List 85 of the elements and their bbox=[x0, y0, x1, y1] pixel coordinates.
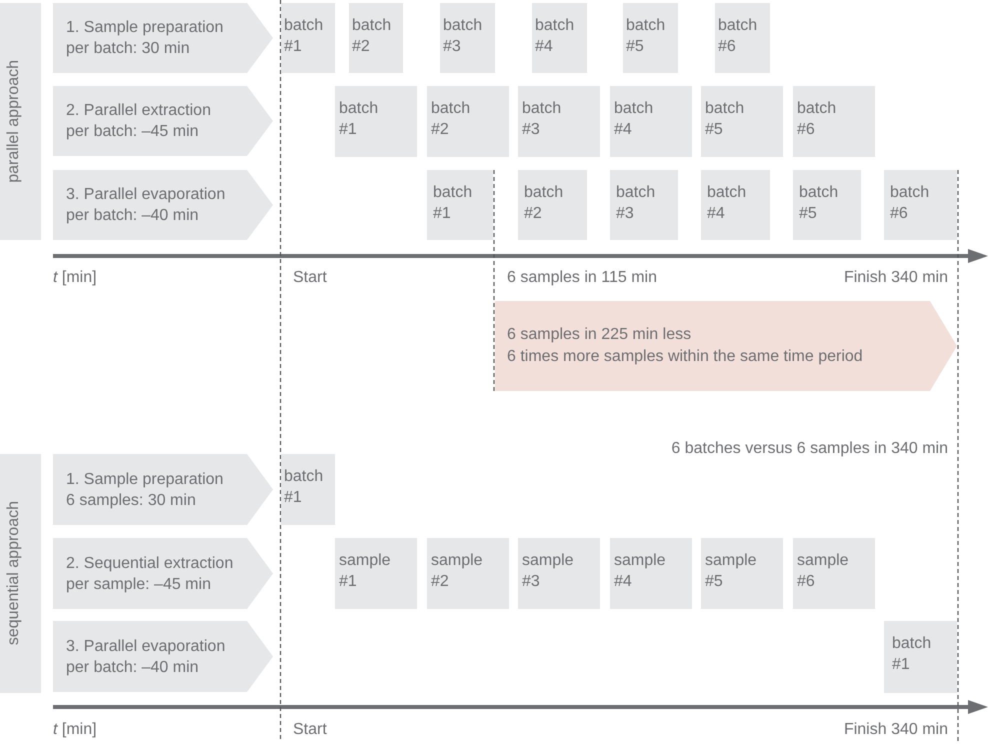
sample-box bbox=[427, 538, 509, 609]
batch-label: batch #2 bbox=[431, 99, 470, 140]
summary-banner bbox=[495, 301, 957, 391]
duration-label: 6 samples in 115 min bbox=[507, 268, 657, 288]
step-duration: per batch: –40 min bbox=[66, 206, 199, 226]
finish-label: Finish 340 min bbox=[844, 268, 948, 288]
step-banner bbox=[53, 538, 273, 609]
batch-box bbox=[518, 86, 600, 157]
sample-box bbox=[610, 538, 692, 609]
approach-label: sequential approach bbox=[4, 501, 23, 646]
step-banner bbox=[53, 86, 273, 156]
batch-box bbox=[281, 454, 335, 525]
batch-box bbox=[427, 170, 493, 240]
batch-box bbox=[349, 3, 403, 73]
step-title: 2. Sequential extraction bbox=[66, 554, 234, 574]
batch-box bbox=[440, 3, 495, 73]
batch-box bbox=[610, 86, 692, 157]
batch-label: batch #3 bbox=[616, 183, 656, 224]
batch-label: batch #2 bbox=[352, 16, 392, 57]
summary-text: 6 times more samples within the same time period bbox=[507, 347, 863, 367]
sample-label: sample #3 bbox=[522, 551, 574, 592]
step-title: 2. Parallel extraction bbox=[66, 101, 211, 121]
axis-unit-label: t [min] bbox=[53, 268, 97, 288]
comparison-note: 6 batches versus 6 samples in 340 min bbox=[671, 439, 948, 459]
batch-label: batch #2 bbox=[524, 183, 564, 224]
start-label: Start bbox=[293, 720, 327, 740]
step-title: 1. Sample preparation bbox=[66, 18, 224, 38]
batch-box bbox=[793, 170, 861, 240]
finish-label: Finish 340 min bbox=[844, 720, 948, 740]
batch-box bbox=[281, 3, 335, 73]
sample-label: sample #4 bbox=[614, 551, 666, 592]
batch-label: batch #3 bbox=[522, 99, 562, 140]
step-duration: per sample: –45 min bbox=[66, 574, 211, 594]
batch-label: batch #5 bbox=[705, 99, 744, 140]
axis-unit-label: t [min] bbox=[53, 720, 97, 740]
batch-box bbox=[793, 86, 875, 157]
sample-label: sample #1 bbox=[339, 551, 391, 592]
batch-label: batch #4 bbox=[535, 16, 574, 57]
batch-label: batch #6 bbox=[797, 99, 836, 140]
batch-label: batch #6 bbox=[890, 183, 930, 224]
step-title: 3. Parallel evaporation bbox=[66, 636, 226, 656]
batch-box bbox=[701, 170, 770, 240]
step-duration: 6 samples: 30 min bbox=[66, 490, 196, 510]
batch-label: batch #1 bbox=[892, 634, 932, 675]
sample-box bbox=[518, 538, 600, 609]
batch-box bbox=[701, 86, 783, 157]
start-label: Start bbox=[293, 268, 327, 288]
step-duration: per batch: –40 min bbox=[66, 658, 199, 678]
approach-band bbox=[0, 454, 41, 693]
batch-label: batch #1 bbox=[339, 99, 378, 140]
batch-label: batch #1 bbox=[433, 183, 472, 224]
sample-box bbox=[335, 538, 417, 609]
step-banner bbox=[53, 170, 273, 240]
sample-label: sample #5 bbox=[705, 551, 757, 592]
sample-box bbox=[793, 538, 875, 609]
batch-label: batch #1 bbox=[284, 467, 324, 508]
batch-box bbox=[518, 170, 587, 240]
batch-label: batch #5 bbox=[799, 183, 838, 224]
sample-box bbox=[701, 538, 783, 609]
step-duration: per batch: 30 min bbox=[66, 39, 190, 59]
batch-label: batch #3 bbox=[443, 16, 482, 57]
step-title: 3. Parallel evaporation bbox=[66, 185, 226, 205]
step-banner bbox=[53, 621, 273, 692]
batch-label: batch #4 bbox=[614, 99, 654, 140]
step-duration: per batch: –45 min bbox=[66, 122, 199, 142]
batch-label: batch #6 bbox=[718, 16, 758, 57]
batch-label: batch #5 bbox=[626, 16, 666, 57]
step-banner bbox=[53, 3, 273, 73]
batch-label: batch #1 bbox=[284, 16, 324, 57]
approach-label: parallel approach bbox=[4, 60, 23, 183]
sample-label: sample #6 bbox=[797, 551, 849, 592]
batch-box bbox=[884, 621, 957, 693]
approach-band bbox=[0, 3, 41, 240]
batch-label: batch #4 bbox=[707, 183, 746, 224]
batch-box bbox=[427, 86, 509, 157]
batch-box bbox=[610, 170, 678, 240]
batch-box bbox=[335, 86, 417, 157]
batch-box bbox=[623, 3, 678, 73]
summary-text: 6 samples in 225 min less bbox=[507, 325, 692, 345]
batch-box bbox=[532, 3, 587, 73]
step-banner bbox=[53, 454, 273, 525]
step-title: 1. Sample preparation bbox=[66, 470, 224, 490]
batch-box bbox=[884, 170, 957, 240]
batch-box bbox=[715, 3, 770, 73]
sample-label: sample #2 bbox=[431, 551, 483, 592]
